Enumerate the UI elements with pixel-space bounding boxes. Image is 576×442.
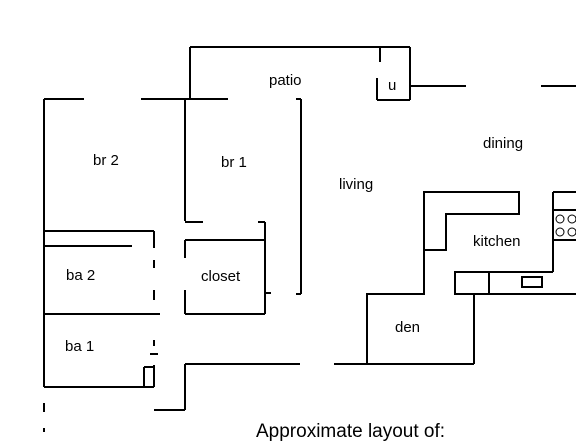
closet-walls xyxy=(184,239,271,315)
bedroom-2-label: br 2 xyxy=(93,152,119,169)
bath-2-label: ba 2 xyxy=(66,267,96,284)
den-label: den xyxy=(395,319,421,336)
floor-plan xyxy=(43,46,576,432)
stove-icon xyxy=(553,209,576,237)
utility-label: u xyxy=(388,77,397,94)
bedroom-1-label: br 1 xyxy=(221,154,247,171)
bath-1-label: ba 1 xyxy=(65,338,95,355)
bedroom-walls xyxy=(43,98,266,387)
hallway-walls xyxy=(43,363,300,432)
living-label: living xyxy=(339,176,374,193)
dining-label: dining xyxy=(483,135,524,152)
kitchen-label: kitchen xyxy=(473,233,521,250)
bathroom-walls xyxy=(44,260,160,388)
kitchen-counter xyxy=(334,191,576,365)
closet-label: closet xyxy=(201,268,241,285)
patio-label: patio xyxy=(269,72,302,89)
living-partition xyxy=(296,98,302,295)
patio-walls xyxy=(189,46,576,101)
